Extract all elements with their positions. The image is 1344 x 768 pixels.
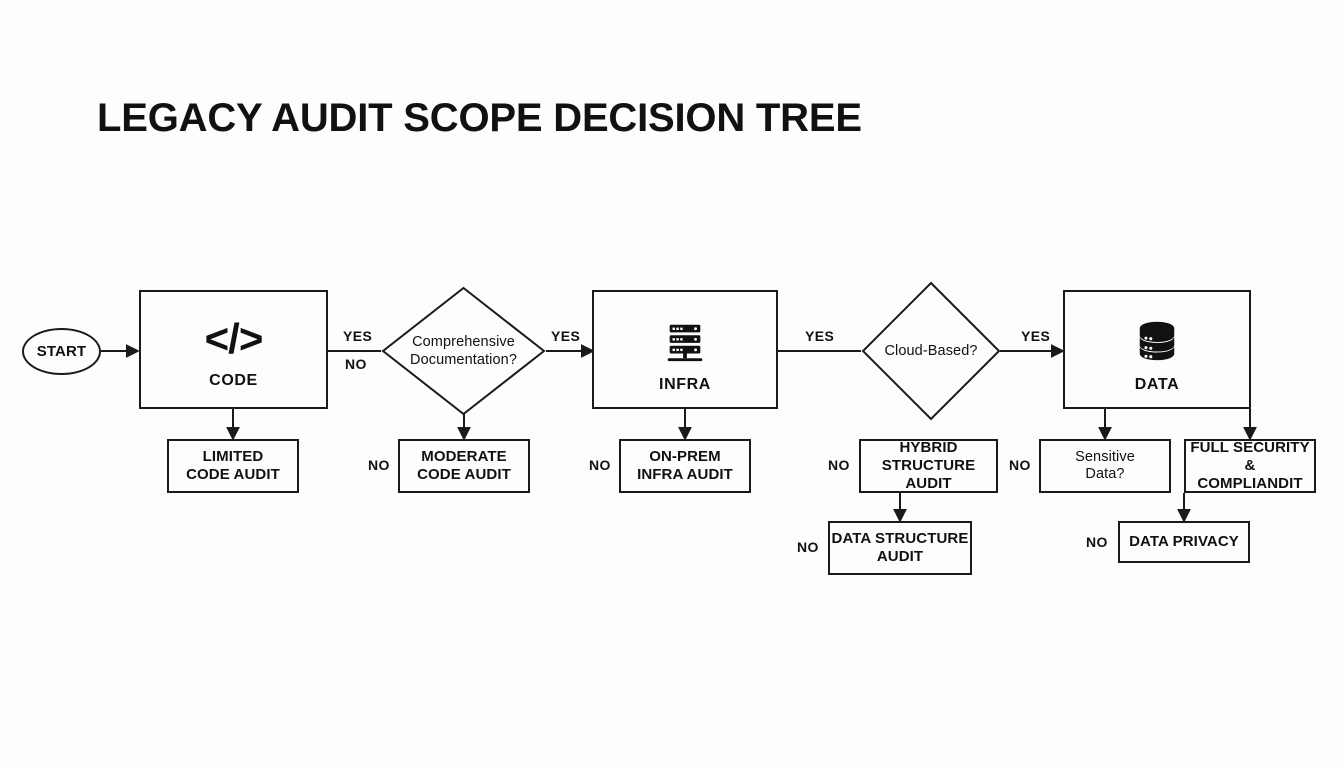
edge-label-moderate-no: NO bbox=[368, 457, 390, 473]
node-on-prem-infra-audit-line2: INFRA AUDIT bbox=[637, 466, 733, 483]
edge-label-code-no: NO bbox=[345, 356, 367, 372]
edge-label-sensitive-no: NO bbox=[1009, 457, 1031, 473]
node-limited-code-audit-line1: LIMITED bbox=[202, 448, 264, 466]
node-hybrid-structure-audit[interactable]: HYBRID STRUCTURE AUDIT bbox=[859, 439, 998, 493]
node-data-structure-audit-line1: DATA STRUCTURE bbox=[831, 530, 969, 548]
database-icon bbox=[1134, 318, 1180, 364]
node-data-privacy-label: DATA PRIVACY bbox=[1129, 533, 1239, 551]
node-sensitive-data-line2: Data? bbox=[1085, 466, 1125, 482]
page-title: LEGACY AUDIT SCOPE DECISION TREE bbox=[97, 96, 862, 140]
diamond-shape bbox=[861, 281, 1001, 421]
node-sensitive-data[interactable]: Sensitive Data? bbox=[1039, 439, 1171, 493]
cloud-based-line1: Cloud-Based? bbox=[884, 342, 978, 359]
node-data-structure-audit[interactable]: DATA STRUCTURE AUDIT bbox=[828, 521, 972, 575]
edge-label-hybrid-no: NO bbox=[828, 457, 850, 473]
node-sensitive-data-line1: Sensitive bbox=[1075, 448, 1135, 465]
node-infra[interactable]: INFRA bbox=[592, 290, 778, 409]
node-data-privacy[interactable]: DATA PRIVACY bbox=[1118, 521, 1250, 563]
node-data-label: DATA bbox=[1134, 376, 1180, 393]
node-data-structure-audit-line2: AUDIT bbox=[876, 548, 924, 565]
node-hybrid-structure-audit-line2: STRUCTURE AUDIT bbox=[881, 457, 976, 492]
node-cloud-based[interactable]: Cloud-Based? bbox=[861, 281, 1001, 421]
node-code[interactable]: </> CODE bbox=[139, 290, 328, 409]
edge-label-documentation-yes: YES bbox=[551, 328, 581, 344]
edge-label-cloud-yes: YES bbox=[1021, 328, 1051, 344]
node-full-security-compliandit[interactable]: FULL SECURITY & COMPLIANDIT bbox=[1184, 439, 1316, 493]
node-moderate-code-audit-line2: CODE AUDIT bbox=[417, 466, 511, 483]
node-comprehensive-documentation[interactable]: Comprehensive Documentation? bbox=[381, 286, 546, 416]
documentation-line1: Comprehensive bbox=[412, 333, 515, 350]
edge-label-code-yes: YES bbox=[343, 328, 373, 344]
diamond-shape bbox=[381, 286, 546, 416]
server-rack-icon bbox=[662, 318, 708, 364]
node-start[interactable]: START bbox=[22, 328, 101, 375]
edge-label-data-privacy-no: NO bbox=[1086, 534, 1108, 550]
node-hybrid-structure-audit-line1: HYBRID bbox=[899, 439, 958, 457]
node-cloud-based-label: Cloud-Based? bbox=[884, 342, 977, 360]
node-comprehensive-documentation-label: Comprehensive Documentation? bbox=[410, 333, 517, 369]
edge-label-onprem-no: NO bbox=[589, 457, 611, 473]
node-code-label: CODE bbox=[209, 372, 258, 389]
node-on-prem-infra-audit[interactable]: ON-PREM INFRA AUDIT bbox=[619, 439, 751, 493]
node-moderate-code-audit[interactable]: MODERATE CODE AUDIT bbox=[398, 439, 530, 493]
edge-label-data-structure-no: NO bbox=[797, 539, 819, 555]
node-on-prem-infra-audit-line1: ON-PREM bbox=[649, 448, 721, 466]
node-data[interactable]: DATA bbox=[1063, 290, 1251, 409]
node-start-label: START bbox=[36, 342, 87, 360]
node-moderate-code-audit-line1: MODERATE bbox=[421, 448, 507, 466]
node-full-security-line2: COMPLIANDIT bbox=[1197, 474, 1303, 492]
node-limited-code-audit[interactable]: LIMITED CODE AUDIT bbox=[167, 439, 299, 493]
edge-label-infra-yes: YES bbox=[805, 328, 835, 344]
node-infra-label: INFRA bbox=[659, 376, 711, 393]
documentation-line2: Documentation? bbox=[410, 352, 517, 368]
node-full-security-line1: FULL SECURITY & bbox=[1190, 439, 1310, 475]
node-limited-code-audit-line2: CODE AUDIT bbox=[186, 466, 280, 483]
code-brackets-icon: </> bbox=[204, 315, 264, 362]
